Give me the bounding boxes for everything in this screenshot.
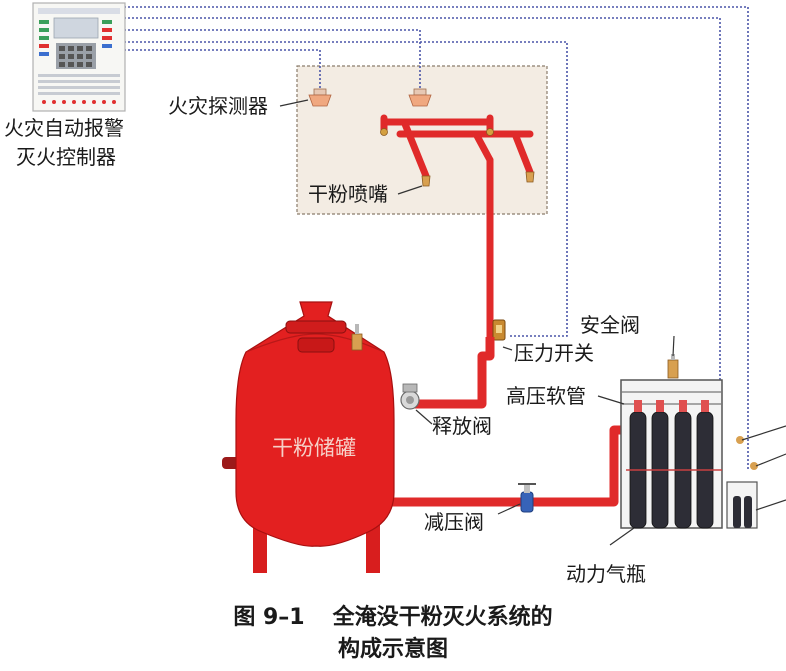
fire-detector-right	[408, 88, 432, 107]
release-valve	[400, 383, 420, 410]
signal-line-pressure-switch	[124, 41, 568, 337]
safety-valve	[667, 354, 679, 379]
pressure-reducing-valve	[518, 483, 536, 513]
figure-caption-line2: 构成示意图	[337, 637, 448, 662]
reducing-valve-label: 减压阀	[424, 510, 484, 534]
figure-title: 全淹没干粉灭火系统的	[332, 605, 553, 630]
gas-cylinder-group	[620, 379, 758, 529]
nozzle-label: 干粉喷嘴	[308, 182, 388, 206]
tank-label: 干粉储罐	[272, 436, 356, 460]
alarm-controller	[32, 2, 126, 112]
figure-caption-line1: 图 9–1 全淹没干粉灭火系统的	[0, 603, 786, 633]
nozzle-pipe-network	[380, 114, 534, 341]
gas-cylinder-label: 动力气瓶	[566, 562, 646, 586]
gas-supply-pipe	[385, 425, 622, 507]
discharge-pipe	[412, 337, 495, 409]
signal-line-detector-right	[124, 29, 421, 98]
dry-powder-tank	[222, 301, 395, 573]
signal-line-cylinder-valve	[124, 6, 749, 470]
pressure-switch	[492, 319, 506, 341]
release-valve-label: 释放阀	[432, 414, 492, 438]
signal-lines	[124, 6, 749, 470]
controller-label-line1: 火灾自动报警	[4, 116, 124, 140]
signal-line-detector-left	[124, 49, 321, 98]
nozzle-icon	[380, 128, 535, 187]
controller-label-line2: 灭火控制器	[16, 145, 116, 169]
figure-number: 图 9–1	[233, 605, 305, 630]
signal-line-cylinder-rack	[124, 17, 721, 380]
leader-lines	[279, 99, 786, 546]
detector-label: 火灾探测器	[168, 94, 268, 118]
fire-detector-left	[308, 88, 332, 107]
safety-valve-label: 安全阀	[580, 313, 640, 337]
hose-label: 高压软管	[506, 384, 586, 408]
pressure-switch-label: 压力开关	[514, 341, 594, 365]
